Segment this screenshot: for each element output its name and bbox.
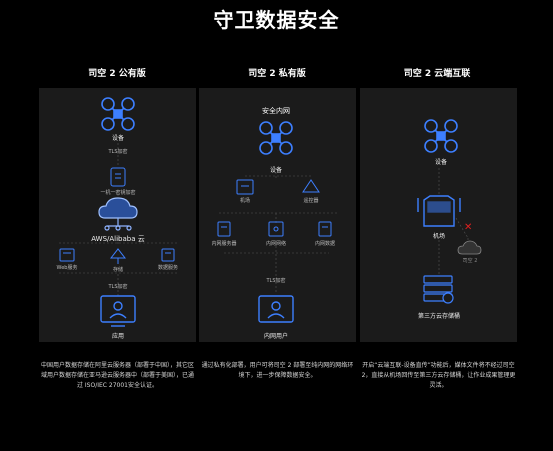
private-panel: 安全内网 设备 机场 遥控器 内网服务器 内网网络 内网数据 TLS加密 内网用… <box>199 88 356 342</box>
server-icon <box>217 221 231 237</box>
cloud-icon <box>98 197 138 231</box>
storage-icon <box>109 248 127 259</box>
public-description: 中国用户数据存储在阿里云服务器（部署于中国），其它区域用户数据存储在亚马逊云服务… <box>40 362 194 389</box>
cloud-link-panel: 设备 机场 ✕ 司空 2 第三方云存储桶 <box>360 88 517 342</box>
drone-icon <box>101 97 135 131</box>
remote-controller-icon <box>302 179 320 193</box>
blocked-icon: ✕ <box>464 222 473 233</box>
public-svc3-label: 数据服务 <box>157 265 179 271</box>
private-title: 司空 2 私有版 <box>248 69 306 79</box>
cloud-link-description: 开启“云端互联-设备直传”功能后，媒体文件将不经过司空 2，直接从机场回传至第三… <box>361 362 516 389</box>
web-service-icon <box>59 248 75 262</box>
private-svc1-label: 内网服务器 <box>211 241 237 247</box>
network-icon <box>268 221 284 237</box>
cloud-link-title: 司空 2 云端互联 <box>403 69 471 79</box>
public-device-label: 设备 <box>111 135 125 142</box>
page-title: 守卫数据安全 <box>213 8 340 32</box>
private-dock-label: 机场 <box>239 198 251 204</box>
data-service-icon <box>161 248 175 262</box>
dock-icon <box>417 195 461 227</box>
cloud-dock-label: 机场 <box>432 233 446 240</box>
cloud-storage-label: 第三方云存储桶 <box>417 313 461 320</box>
private-svc3-label: 内网数据 <box>314 241 336 247</box>
cloud-device-label: 设备 <box>434 159 448 166</box>
private-network-label: 安全内网 <box>262 107 290 115</box>
public-title: 司空 2 公有版 <box>88 69 146 79</box>
storage-icon <box>423 275 454 304</box>
private-tls-label: TLS加密 <box>266 278 286 284</box>
drone-icon <box>424 119 458 153</box>
public-panel: 设备 TLS加密 一机一密钥加密 AWS/Alibaba 云 Web服务 存储 … <box>39 88 196 342</box>
public-tls-bottom-label: TLS加密 <box>108 284 128 290</box>
private-controller-label: 遥控器 <box>303 198 319 204</box>
private-description: 通过私有化部署，用户可将司空 2 部署至纯内网的网络环境下，进一步保障数据安全。 <box>201 362 354 379</box>
public-app-label: 应用 <box>111 333 125 340</box>
private-svc2-label: 内网网络 <box>265 241 287 247</box>
public-svc1-label: Web服务 <box>56 265 78 271</box>
public-svc2-label: 存储 <box>112 267 124 273</box>
cloud-icon <box>457 240 482 255</box>
user-monitor-icon <box>258 295 294 323</box>
public-encrypt-label: 一机一密钥加密 <box>100 190 136 196</box>
dock-icon <box>236 179 254 195</box>
encrypt-device-icon <box>110 167 126 187</box>
drone-icon <box>259 121 293 155</box>
app-monitor-icon <box>100 295 136 327</box>
public-cloud-label: AWS/Alibaba 云 <box>91 235 145 243</box>
cloud-blocked-label: 司空 2 <box>462 258 478 264</box>
private-device-label: 设备 <box>269 167 283 174</box>
data-icon <box>318 221 332 237</box>
private-user-label: 内网用户 <box>263 333 289 340</box>
public-tls-top-label: TLS加密 <box>108 149 128 155</box>
